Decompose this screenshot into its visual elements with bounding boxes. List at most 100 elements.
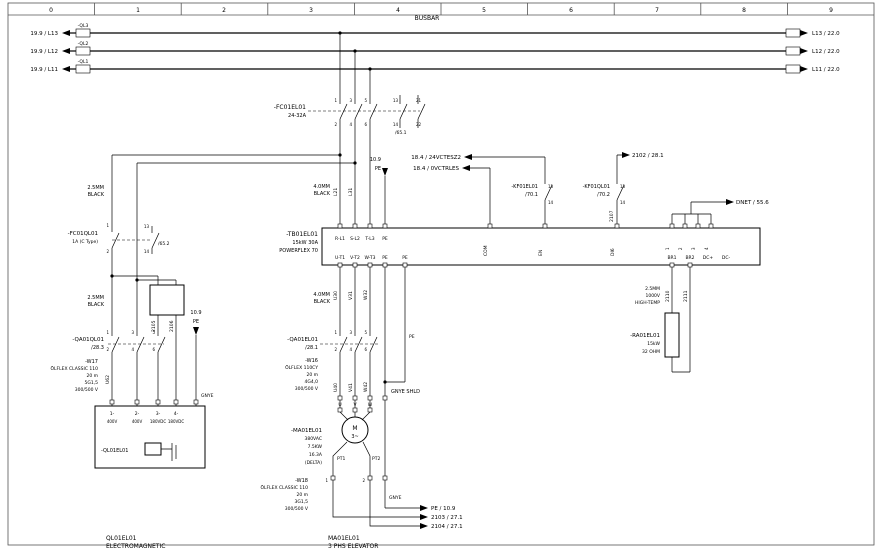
brake-wire2-size: 2.5MM	[87, 295, 104, 301]
pe-in-arrow	[382, 168, 388, 176]
bus-left-ref-l13: 19.9 / L13	[30, 31, 58, 37]
pt1-terminal-1: 1	[325, 478, 328, 483]
busbar-title: BUSBAR	[415, 15, 440, 22]
breaker-terminal-4: 4	[349, 122, 352, 127]
kf01el01-name: -KF01EL01	[511, 184, 538, 190]
cable-w16-voltage: 300/500 V	[295, 386, 319, 392]
brake-footer-desc: ELECTROMAGNETIC	[106, 543, 165, 550]
bus-right-ref-l13: L13 / 22.0	[812, 31, 840, 37]
brake-rectifier	[149, 284, 185, 316]
brake-unit-outline	[94, 405, 206, 469]
breaker-aux-13: 13	[393, 98, 399, 103]
breaker-rating: 24-32A	[288, 113, 307, 119]
motor-terminal-w: W	[368, 402, 373, 408]
motor-current: 16.3A	[309, 452, 323, 458]
out-arrow-2103	[420, 514, 428, 520]
wire-label-v41: V41	[348, 383, 354, 392]
motor-power: 7.5KW	[308, 444, 323, 450]
brake-box-terminal-4: 4-	[174, 411, 179, 417]
bus-link-right-l11	[785, 64, 801, 74]
dnet-arrow	[726, 199, 734, 205]
motor-symbol-m: M	[352, 425, 357, 432]
brake-contactor-name: -QA01QL01	[72, 337, 104, 343]
fc01ql01-terminal-2: 2	[106, 249, 109, 254]
breaker-aux-21: 21	[416, 98, 422, 103]
qa01el01-terminal-1: 1	[334, 330, 337, 335]
drive-terminal-u-t1: U-T1	[335, 255, 345, 261]
wire-label-v31: V31	[348, 291, 354, 300]
motor-pt1-label: PT1	[337, 456, 345, 462]
feed-wire-color: BLACK	[314, 191, 331, 197]
cable-w17-cores: 5G1,5	[84, 380, 98, 386]
cable-w18-length: 20 m	[296, 492, 308, 498]
drive-terminal-pe-top: PE	[382, 236, 388, 242]
motor-symbol-3ph: 3~	[351, 434, 358, 440]
out-ref-2104: 2104 / 27.1	[431, 524, 463, 530]
brake-coil-symbol	[144, 442, 177, 461]
signal-arrow-0v	[462, 165, 470, 171]
cable-w17-voltage: 300/500 V	[75, 387, 99, 393]
fc01ql01-terminal-1: 1	[106, 223, 109, 228]
drive-io-di6: DI6	[610, 248, 616, 256]
cable-w18-name: -W18	[295, 478, 308, 484]
drive-terminal-r-l1: R-L1	[335, 236, 345, 242]
pe-feed-drive: 10.9 PE	[370, 157, 388, 224]
bus-link-label-ql3: -QL3	[78, 23, 89, 29]
resistor-wire-temp: HIGH-TEMP	[635, 300, 660, 306]
drive-terminal-t-l3: T-L3	[364, 236, 374, 242]
bus-link-right-l13	[785, 28, 801, 38]
cable-w16-type: ÖLFLEX 110CY	[285, 364, 318, 371]
busbar-row-l11: 19.9 / L11 -QL1 L11 / 22.0	[30, 59, 840, 74]
ruler-col-1: 1	[136, 7, 140, 14]
brake-wire1-size: 2.5MM	[87, 185, 104, 191]
cable-w16-name: -W16	[305, 358, 318, 364]
out-arrow-pe	[420, 505, 428, 511]
ruler-col-0: 0	[49, 7, 53, 14]
breaker-terminal-3: 3	[349, 98, 352, 103]
wire-label-w32: W32	[363, 290, 369, 300]
cable-w17-name: -W17	[85, 359, 98, 365]
ruler-col-4: 4	[396, 7, 400, 14]
pe-in-label: PE	[375, 166, 381, 172]
drive-terminal-br2: BR2	[685, 255, 694, 261]
wire-label-l21: L21	[333, 188, 339, 196]
pe-in-ref: 10.9	[370, 157, 381, 163]
resistor-wire-size: 2.5MM	[645, 286, 660, 292]
brake-box-voltage-3: 180VDC	[150, 419, 166, 424]
qa01ql01-terminal-4: 4	[131, 347, 134, 352]
bus-link-ql3	[75, 28, 91, 38]
bus-arrow-left-l11	[62, 66, 70, 72]
brake-resistor-branch: 2110 2111 2.5MM 1000V HIGH-TEMP -RA01EL0…	[630, 267, 691, 373]
brake-box-terminal-2: 2-	[135, 411, 140, 417]
drive-terminal-w-t3: W-T3	[364, 255, 375, 261]
signal-0vctrles: 18.4 / 0VCTRLES	[413, 166, 459, 172]
cable-w17-length: 20 m	[86, 373, 98, 379]
dnet-pin-1: 1	[665, 247, 670, 250]
kf01ql01-terminal-14: 14	[620, 200, 626, 205]
dnet-pin-4: 4	[704, 247, 709, 250]
qa01el01-terminal-2: 2	[334, 347, 337, 352]
drive-model: POWERFLEX 70	[279, 248, 318, 254]
feed-wire-size: 4.0MM	[313, 184, 330, 190]
busbar-row-l13: 19.9 / L13 -QL3 L13 / 22.0	[30, 23, 840, 38]
ruler-col-8: 8	[742, 7, 746, 14]
breaker-terminal-1: 1	[334, 98, 337, 103]
qa01ql01-terminal-3: 3	[131, 330, 134, 335]
signal-arrow-2102	[622, 152, 630, 158]
ruler-col-9: 9	[829, 7, 833, 14]
brake-breaker-rating: 1A (C Type)	[72, 239, 98, 245]
ruler-col-3: 3	[309, 7, 313, 14]
drive-tb01el01: -TB01EL01 15kW 30A POWERFLEX 70 R-L1 S-L…	[279, 223, 761, 268]
brake-pe-ref: 10.9	[190, 310, 201, 316]
kf01el01-ref: /70.1	[525, 192, 538, 198]
dnet-ref: DNET / 55.6	[736, 200, 769, 206]
wire-label-u30: U30	[333, 291, 339, 300]
brake-box-voltage-1: 400V	[107, 419, 118, 424]
brake-pe-arrow	[193, 327, 199, 335]
cable-w16-cores: 4G4,0	[304, 379, 318, 385]
brake-resistor-symbol	[664, 312, 680, 358]
kf01ql01-name: -KF01QL01	[583, 184, 610, 190]
cable-w18-cores: 3G1,5	[294, 499, 308, 505]
